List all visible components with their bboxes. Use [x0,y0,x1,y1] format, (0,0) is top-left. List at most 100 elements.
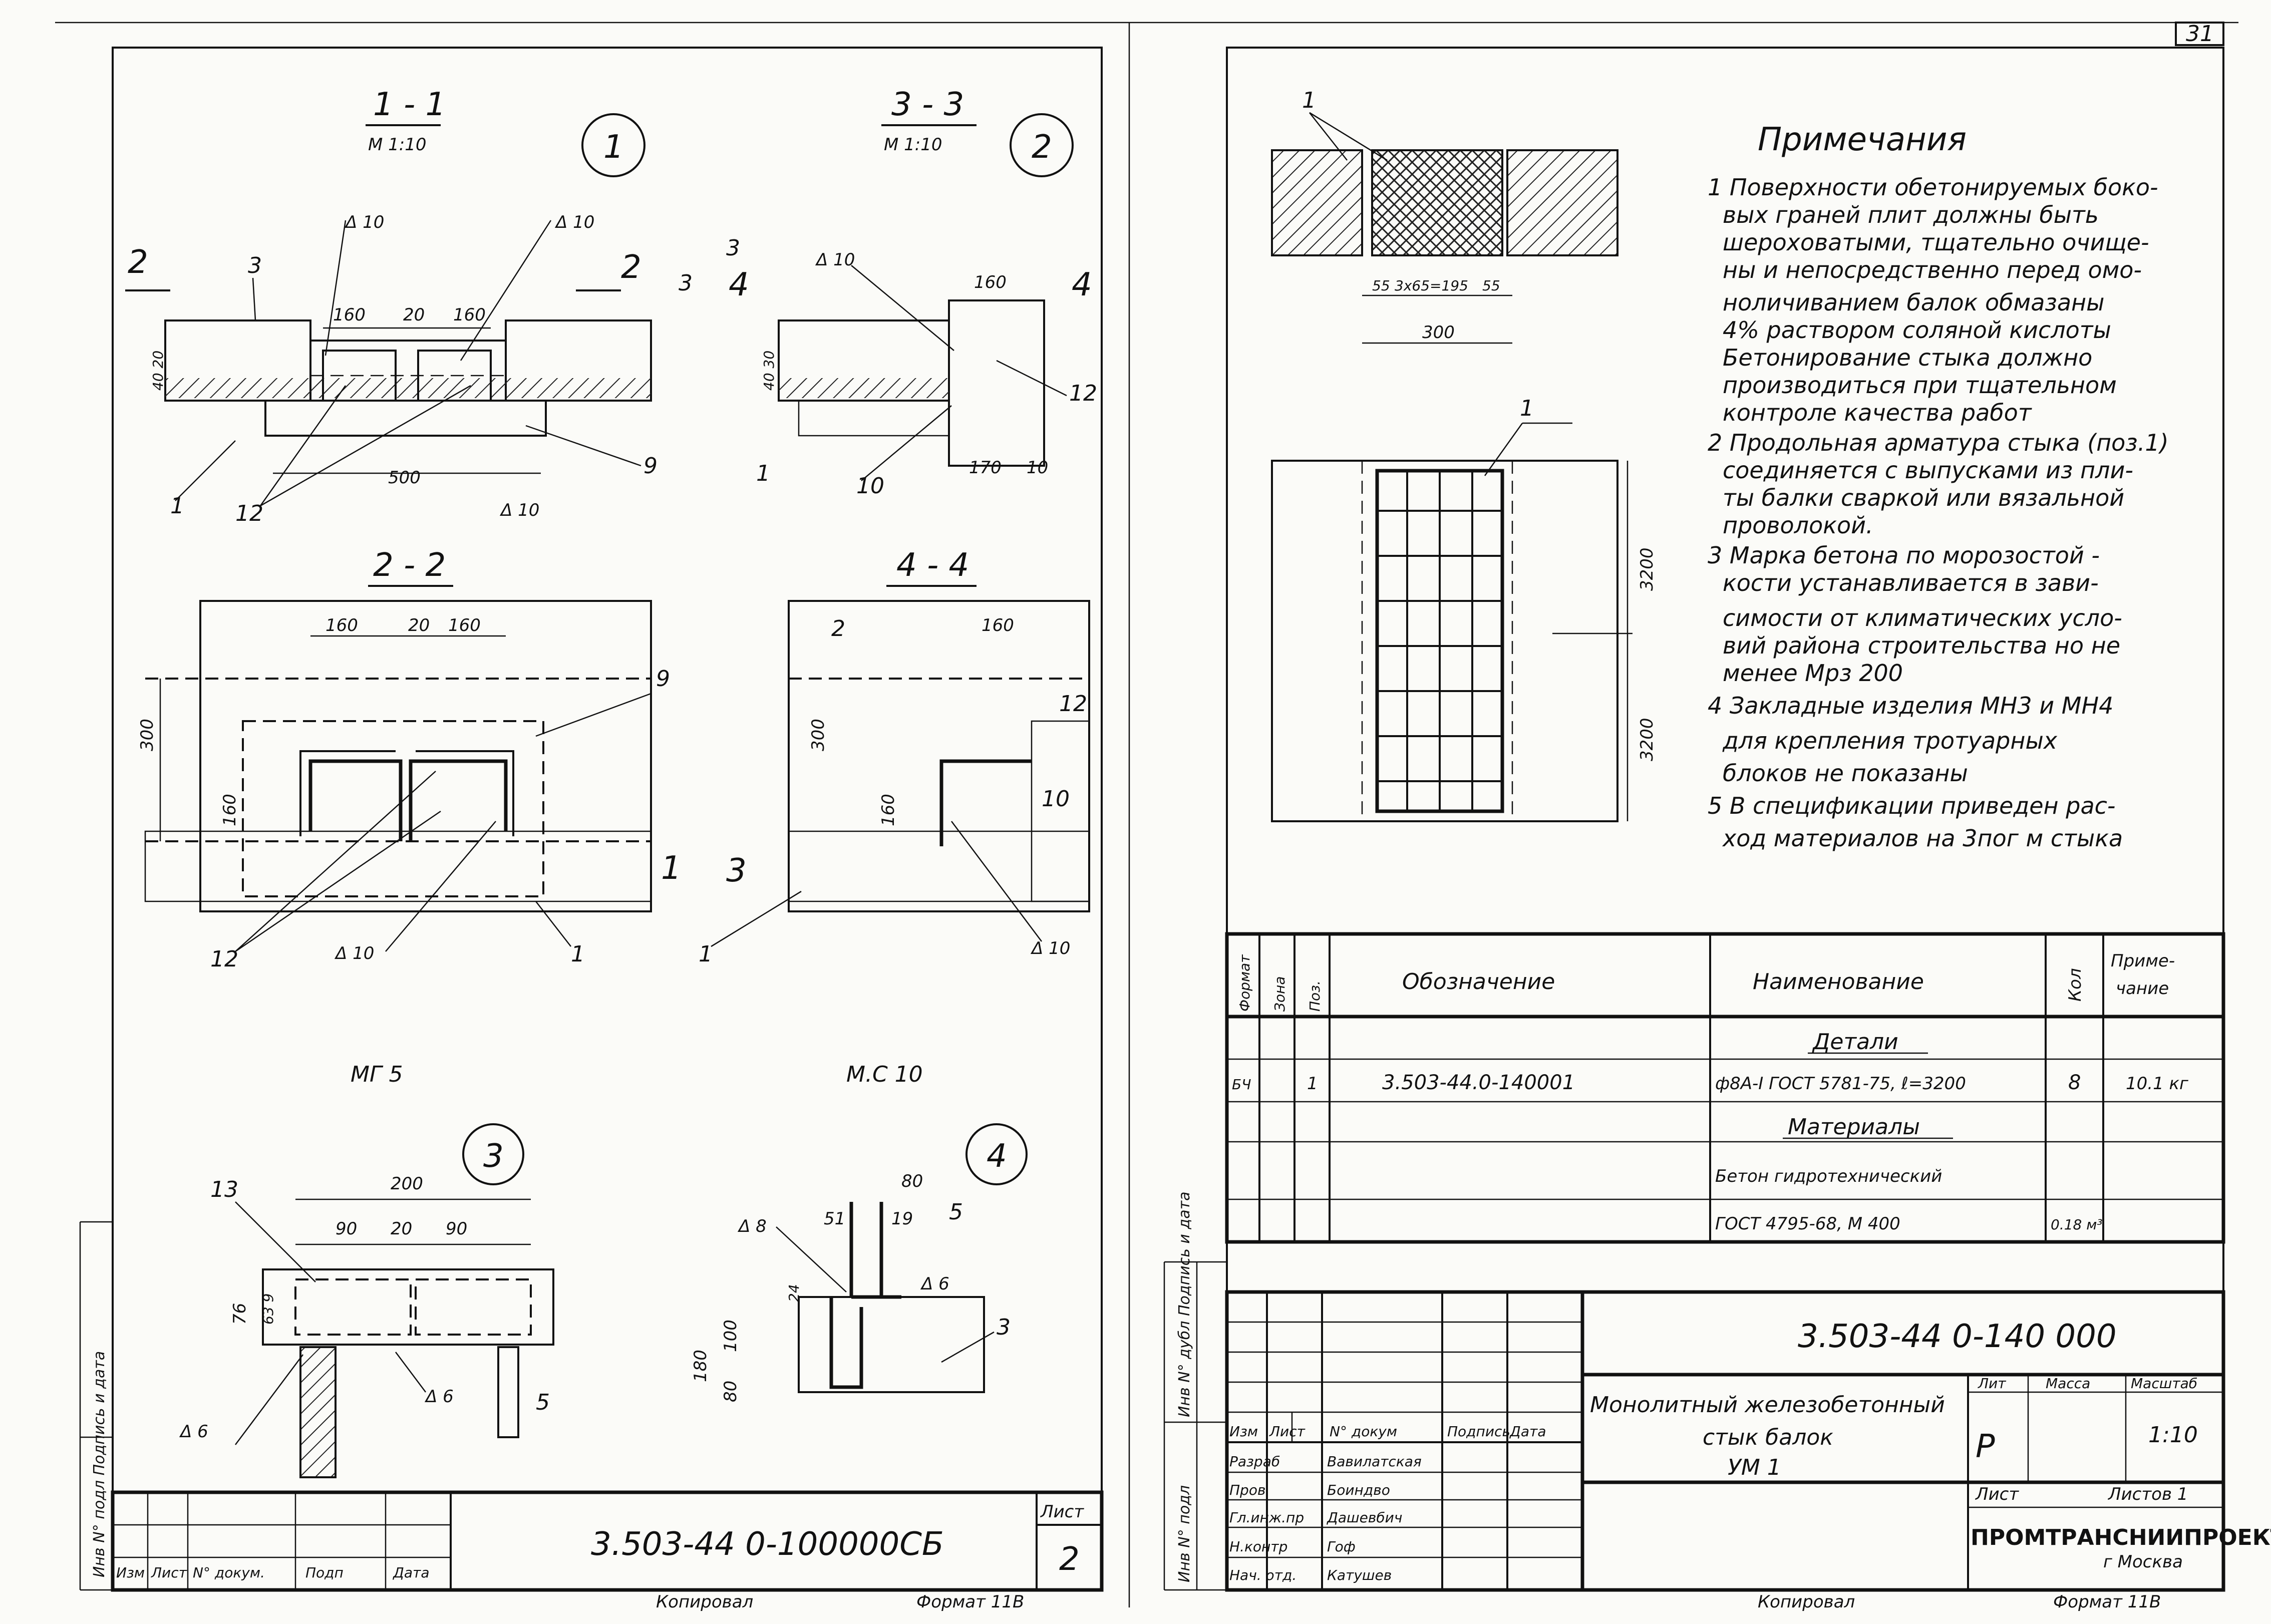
node-circle-2 [1010,113,1074,177]
svg-text:300: 300 [1422,322,1455,343]
svg-text:Δ 10: Δ 10 [815,250,855,270]
svg-text:12: 12 [210,946,238,972]
svg-text:10: 10 [1027,458,1048,478]
spec-head-name: Наименование [1753,969,1924,995]
svg-text:3: 3 [248,253,262,278]
note-line: 5 В спецификации приведен рас- [1708,792,2116,819]
svg-text:Формат 11В: Формат 11В [916,1592,1024,1612]
svg-text:Вавилатская: Вавилатская [1327,1453,1422,1470]
svg-text:12: 12 [235,501,263,526]
svg-text:3200: 3200 [1637,547,1657,591]
svg-text:4: 4 [1072,266,1092,303]
note-line: Бетонирование стыка должно [1723,344,2092,371]
section-3-3-scale: М 1:10 [884,135,942,155]
svg-text:160: 160 [448,615,481,635]
svg-text:Нач. отд.: Нач. отд. [1229,1567,1296,1583]
svg-text:1: 1 [1520,396,1534,421]
note-line: симости от климатических усло- [1723,604,2122,631]
note-line: проволокой. [1723,512,1873,539]
note-line: для крепления тротуарных [1722,727,2058,754]
svg-text:3: 3 [679,270,693,296]
hatched-layer [165,378,651,398]
spec-row1-name: ф8А-I ГОСТ 5781-75, ℓ=3200 [1715,1074,1966,1094]
section-3-3: 3 - 3 М 1:10 2 160 170 10 40 30 Δ 10 3 4… [726,86,1097,499]
svg-text:Подпись: Подпись [1447,1423,1510,1440]
svg-text:ГОСТ 4795-68, М 400: ГОСТ 4795-68, М 400 [1715,1214,1900,1234]
svg-text:Формат 11В: Формат 11В [2053,1592,2161,1612]
note-line: производиться при тщательном [1723,372,2117,399]
svg-text:Δ 10: Δ 10 [499,500,539,520]
right-title-line: Монолитный железобетонный [1590,1392,1945,1418]
svg-text:90: 90 [446,1219,467,1239]
svg-text:80: 80 [901,1171,923,1191]
svg-text:Копировал: Копировал [1758,1592,1855,1612]
note-line: 1 Поверхности обетонируемых боко- [1708,174,2158,201]
svg-text:4: 4 [987,1138,1007,1175]
svg-text:Масштаб: Масштаб [2131,1375,2197,1392]
spec-section-materials: Материалы [1788,1114,1920,1140]
svg-text:Зона: Зона [1271,976,1288,1012]
svg-text:1: 1 [603,129,624,166]
svg-text:Лист: Лист [1269,1423,1306,1440]
svg-text:80: 80 [721,1381,741,1402]
note-line: ход материалов на 3пог м стыка [1722,825,2123,852]
note-line: контроле качества работ [1723,399,2032,426]
section-4-4: 4 - 4 160 300 160 2 12 10 3 1 Δ 10 [699,547,1090,967]
svg-text:3: 3 [726,852,747,889]
svg-text:Лист: Лист [1975,1484,2019,1504]
svg-text:Изм: Изм [116,1564,145,1581]
svg-text:10: 10 [856,473,884,499]
note-line: ноличиванием балок обмазаны [1723,289,2104,316]
svg-text:55: 55 [1372,277,1390,294]
svg-text:500: 500 [388,468,421,488]
svg-text:Δ 10: Δ 10 [344,212,384,232]
svg-text:4: 4 [729,266,749,303]
note-line: вых граней плит должны быть [1723,201,2099,228]
svg-text:Катушев: Катушев [1327,1567,1392,1583]
svg-text:20: 20 [403,305,425,325]
svg-text:Н.контр: Н.контр [1229,1538,1287,1555]
section-4-4-title: 4 - 4 [896,547,969,584]
svg-text:5: 5 [949,1199,963,1225]
svg-text:Бетон гидротехнический: Бетон гидротехнический [1715,1166,1942,1186]
node-3-title: МГ 5 [351,1062,403,1087]
svg-text:1: 1 [170,493,184,519]
svg-text:1: 1 [1302,88,1316,113]
svg-text:Гл.инж.пр: Гл.инж.пр [1229,1509,1304,1526]
svg-text:40 30: 40 30 [761,351,777,391]
notes-block: Примечания 1 Поверхности обетонируемых б… [1708,121,2169,852]
right-stamp: Изм Лист N° докум Подпись Дата Разраб Пр… [1225,1290,2271,1592]
svg-text:Дата: Дата [1509,1423,1546,1440]
note-line: шероховатыми, тщательно очище- [1723,229,2149,256]
svg-text:160: 160 [326,615,358,635]
sheet-number-corner: 31 [2186,21,2214,47]
note-line: ны и непосредственно перед омо- [1723,256,2142,283]
svg-text:1: 1 [756,461,770,486]
svg-text:160: 160 [982,615,1014,635]
svg-text:1: 1 [699,941,713,967]
note-line: ты балки сваркой или вязальной [1723,484,2124,511]
left-stamp: Изм Лист N° докум. Подп Дата 3.503-44 0-… [111,1490,1104,1592]
svg-text:Изм: Изм [1229,1423,1258,1440]
svg-text:N° докум: N° докум [1330,1423,1397,1440]
note-line: 4% раствором соляной кислоты [1723,316,2111,344]
svg-text:10.1 кг: 10.1 кг [2126,1074,2189,1094]
node-circle-1 [581,113,645,177]
note-line: 4 Закладные изделия МН3 и МН4 [1708,692,2113,719]
svg-text:Инв N° подл: Инв N° подл [1176,1485,1193,1582]
svg-text:180: 180 [691,1350,711,1382]
spec-head-qty: Кол [2065,968,2085,1002]
org-name: ПРОМТРАНСНИИПРОЕКТ [1971,1525,2271,1550]
svg-text:Δ 8: Δ 8 [737,1216,767,1236]
svg-text:2: 2 [621,249,641,286]
svg-text:Масса: Масса [2046,1375,2090,1392]
section-3-3-title: 3 - 3 [891,86,964,123]
node-3: МГ 5 3 200 90 20 90 76 63 9 13 5 Δ 6 Δ 6 [179,1062,554,1478]
note-line: вий района строительства но не [1723,632,2120,659]
reinforcement-plan: 3200 3200 1 [1271,396,1657,822]
right-doc-code: 3.503-44 0-140 000 [1798,1318,2117,1355]
svg-text:13: 13 [210,1177,238,1202]
svg-text:10: 10 [1042,786,1070,812]
svg-text:Дата: Дата [392,1564,430,1581]
section-1-1: 1 - 1 М 1:10 1 160 20 160 500 40 20 Δ 10… [125,86,693,526]
